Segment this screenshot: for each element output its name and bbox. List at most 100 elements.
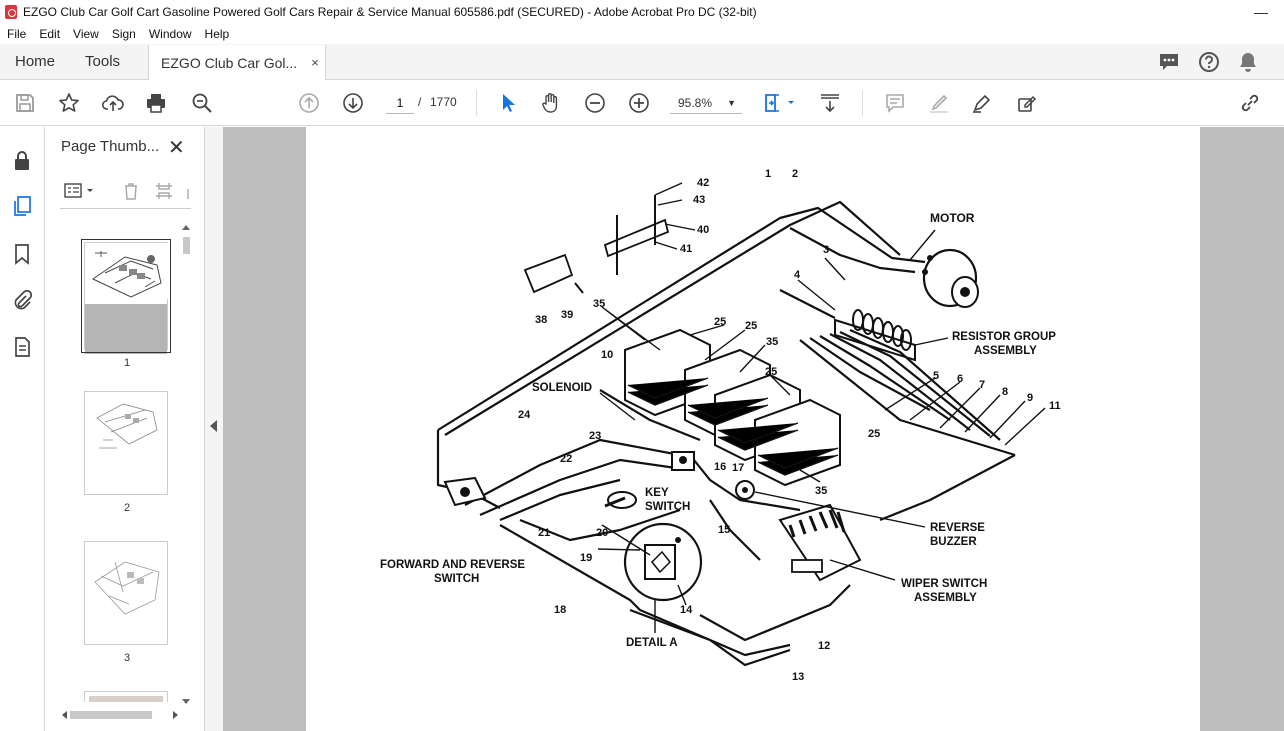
- thumbnail-page-4[interactable]: [84, 691, 168, 702]
- thumbnail-page-2[interactable]: 2: [84, 391, 168, 514]
- callout-35b: 35: [766, 336, 778, 348]
- page-count: 1770: [430, 95, 457, 109]
- close-tab-button[interactable]: ×: [311, 55, 319, 70]
- page-fit-icon[interactable]: [762, 91, 798, 115]
- callout-7: 7: [979, 379, 985, 391]
- callout-42: 42: [697, 177, 709, 189]
- thumbnail-wiring-diagram: [85, 243, 169, 299]
- extract-page-icon[interactable]: [154, 181, 174, 201]
- save-icon[interactable]: [13, 91, 37, 115]
- thumbnail-list: 1 2 3: [60, 232, 180, 702]
- callout-39: 39: [561, 309, 573, 321]
- reverse-buzzer: [735, 480, 755, 500]
- thumbnail-page-1[interactable]: 1: [81, 239, 171, 369]
- highlight-pen-icon[interactable]: [927, 91, 951, 115]
- wire-5: [809, 337, 931, 411]
- label-detail-a: DETAIL A: [626, 637, 678, 649]
- thumbnail-page-number: 3: [123, 652, 131, 664]
- tab-tools[interactable]: Tools: [85, 53, 121, 70]
- callout-24: 24: [518, 409, 531, 421]
- close-panel-button[interactable]: ✕: [168, 137, 185, 159]
- tab-home[interactable]: Home: [15, 53, 56, 70]
- zoom-search-icon[interactable]: [190, 91, 214, 115]
- more-tools-icon[interactable]: [184, 181, 192, 201]
- menu-edit[interactable]: Edit: [39, 27, 61, 41]
- bell-icon[interactable]: [1238, 51, 1258, 73]
- window-title: EZGO Club Car Golf Cart Gasoline Powered…: [23, 5, 757, 19]
- wire-12: [699, 584, 851, 642]
- callout-38: 38: [535, 314, 547, 326]
- page-number-input[interactable]: [386, 92, 414, 114]
- previous-page-icon[interactable]: [297, 91, 321, 115]
- next-page-icon[interactable]: [341, 91, 365, 115]
- toolbar-divider: [862, 90, 863, 116]
- label-resistor-1: RESISTOR GROUP: [952, 331, 1056, 343]
- tab-document[interactable]: EZGO Club Car Gol... ×: [148, 45, 327, 80]
- help-icon[interactable]: [1198, 51, 1220, 73]
- main-toolbar: / 1770 95.8% ▼: [0, 80, 1284, 126]
- scroll-mode-icon[interactable]: [818, 91, 842, 115]
- paperclip-icon[interactable]: [11, 289, 33, 311]
- share-link-icon[interactable]: [1238, 91, 1262, 115]
- callout-23: 23: [589, 430, 601, 442]
- print-icon[interactable]: [144, 91, 168, 115]
- comment-icon[interactable]: [883, 91, 907, 115]
- mounting-bracket: [523, 218, 670, 294]
- delete-page-icon[interactable]: [121, 181, 141, 201]
- callout-6: 6: [957, 373, 963, 385]
- lock-icon[interactable]: [11, 149, 33, 171]
- wire-11: [799, 339, 1016, 457]
- callout-40: 40: [697, 224, 709, 236]
- zoom-in-icon[interactable]: [627, 91, 651, 115]
- thumbnail-page-number: 2: [123, 502, 131, 514]
- wire-15: [709, 499, 761, 561]
- page-separator: /: [418, 95, 422, 109]
- callout-35c: 35: [815, 485, 827, 497]
- detail-a: [623, 522, 703, 602]
- label-solenoid: SOLENOID: [532, 382, 592, 394]
- callout-16: 16: [714, 461, 726, 473]
- panel-collapse-strip[interactable]: [205, 127, 223, 731]
- menu-sign[interactable]: Sign: [111, 27, 136, 41]
- thumbnail-preview: [89, 696, 163, 702]
- zoom-level-dropdown[interactable]: 95.8% ▼: [670, 92, 742, 114]
- callout-22: 22: [560, 453, 572, 465]
- draw-pen-icon[interactable]: [970, 91, 994, 115]
- hand-tool-icon[interactable]: [539, 91, 563, 115]
- key-switch: [604, 491, 637, 509]
- bookmark-icon[interactable]: [11, 243, 33, 265]
- thumbnail-page-3[interactable]: 3: [84, 541, 168, 664]
- star-icon[interactable]: [57, 91, 81, 115]
- wire-main-1: [437, 206, 926, 431]
- label-reverse-2: BUZZER: [930, 536, 977, 548]
- thumbnail-vertical-scrollbar[interactable]: [180, 222, 192, 708]
- callout-12: 12: [818, 640, 830, 652]
- wire-main-2: [444, 200, 901, 436]
- select-cursor-icon[interactable]: [496, 91, 520, 115]
- document-layers-icon[interactable]: [11, 336, 33, 358]
- document-viewer[interactable]: MOTOR RESISTOR GROUP ASSEMBLY SOLENOID K…: [223, 127, 1284, 731]
- chevron-down-icon: ▼: [727, 97, 736, 108]
- zoom-out-icon[interactable]: [583, 91, 607, 115]
- callout-41: 41: [680, 243, 692, 255]
- page-thumbnails-icon[interactable]: [11, 195, 33, 217]
- callout-25b: 25: [745, 320, 757, 332]
- wire-4: [779, 289, 836, 319]
- thumbnail-page-number: 1: [123, 357, 131, 369]
- callout-5: 5: [933, 370, 939, 382]
- upload-cloud-icon[interactable]: [101, 91, 125, 115]
- callout-14: 14: [680, 604, 693, 616]
- callout-18: 18: [554, 604, 566, 616]
- wire-24: [464, 438, 681, 506]
- menu-view[interactable]: View: [73, 27, 99, 41]
- thumbnail-horizontal-scrollbar[interactable]: [60, 708, 180, 720]
- wire-9: [849, 328, 1001, 441]
- callout-9: 9: [1027, 392, 1033, 404]
- menu-file[interactable]: File: [7, 27, 27, 41]
- thumbnail-options-icon[interactable]: [63, 181, 97, 201]
- menu-help[interactable]: Help: [204, 27, 230, 41]
- stamp-edit-icon[interactable]: [1015, 91, 1039, 115]
- menu-window[interactable]: Window: [148, 27, 192, 41]
- minimize-button[interactable]: —: [1254, 4, 1268, 20]
- comment-bubble-icon[interactable]: [1158, 52, 1180, 72]
